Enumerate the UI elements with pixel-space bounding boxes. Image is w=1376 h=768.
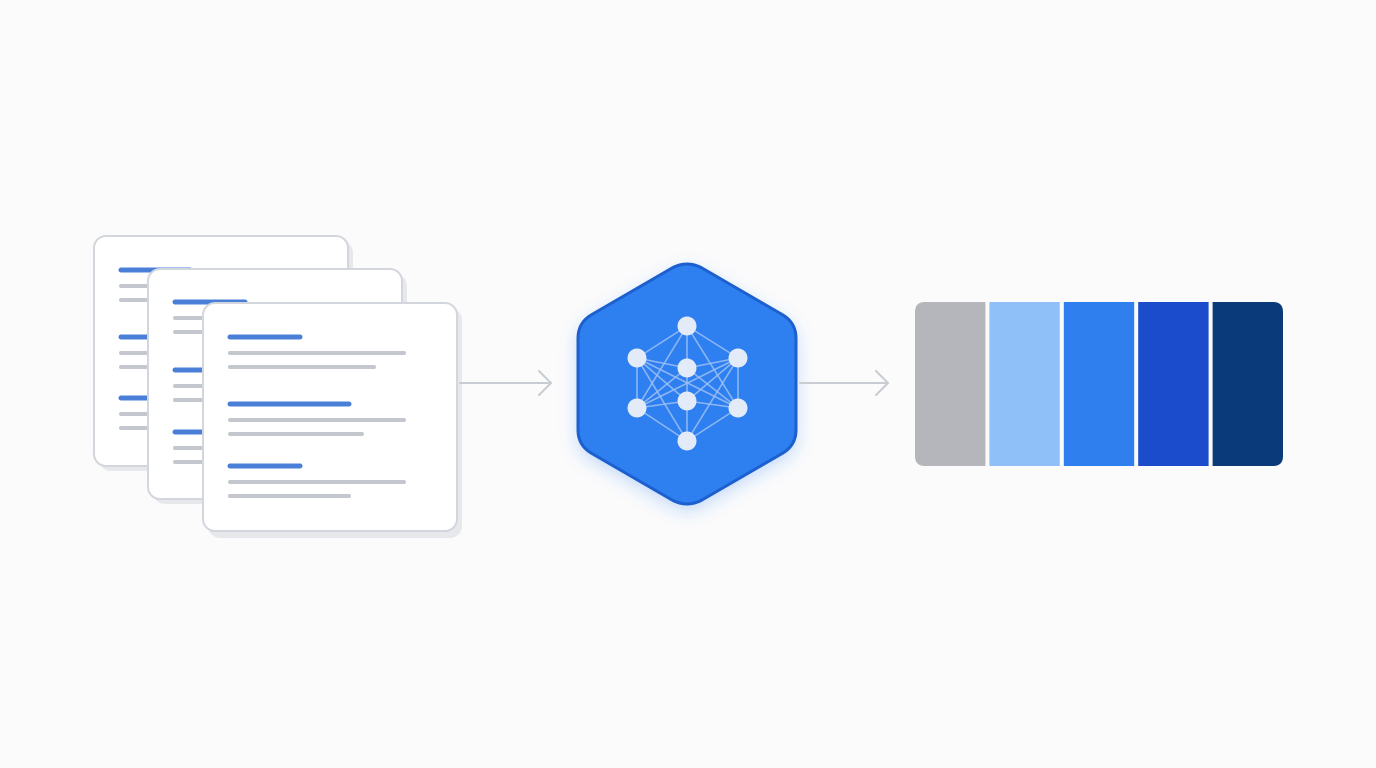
network-node — [728, 398, 748, 418]
network-edge — [636, 407, 688, 442]
network-edge — [686, 357, 739, 442]
network-node — [627, 398, 647, 418]
network-edge — [686, 325, 739, 359]
network-edge — [686, 407, 739, 442]
swatch-gray — [915, 302, 986, 466]
neural-network-icon — [576, 262, 798, 506]
swatch-royal-blue — [1138, 302, 1209, 466]
network-node — [728, 348, 748, 368]
document-stack-icon — [93, 235, 462, 538]
swatch-medium-blue — [1063, 302, 1135, 466]
network-edge — [636, 357, 688, 442]
network-node — [677, 358, 697, 378]
network-edge — [686, 325, 739, 409]
network-edge — [636, 367, 688, 409]
network-edge — [636, 357, 688, 402]
network-edge — [636, 325, 688, 359]
document-card-front — [202, 302, 462, 538]
arrow-head — [538, 370, 552, 396]
arrow-right-icon — [459, 370, 552, 396]
network-node — [677, 316, 697, 336]
color-scale-output — [915, 302, 1283, 466]
network-nodes — [627, 316, 748, 451]
network-node — [627, 348, 647, 368]
network-edges — [636, 325, 739, 442]
network-edge — [686, 367, 739, 409]
swatch-navy — [1212, 302, 1283, 466]
network-node — [677, 391, 697, 411]
card-body — [202, 302, 458, 532]
network-edge — [636, 325, 688, 409]
swatch-light-blue — [989, 302, 1060, 466]
arrow-head — [875, 370, 889, 396]
arrow-right-icon — [799, 370, 889, 396]
network-node — [677, 431, 697, 451]
network-edge — [686, 357, 739, 402]
